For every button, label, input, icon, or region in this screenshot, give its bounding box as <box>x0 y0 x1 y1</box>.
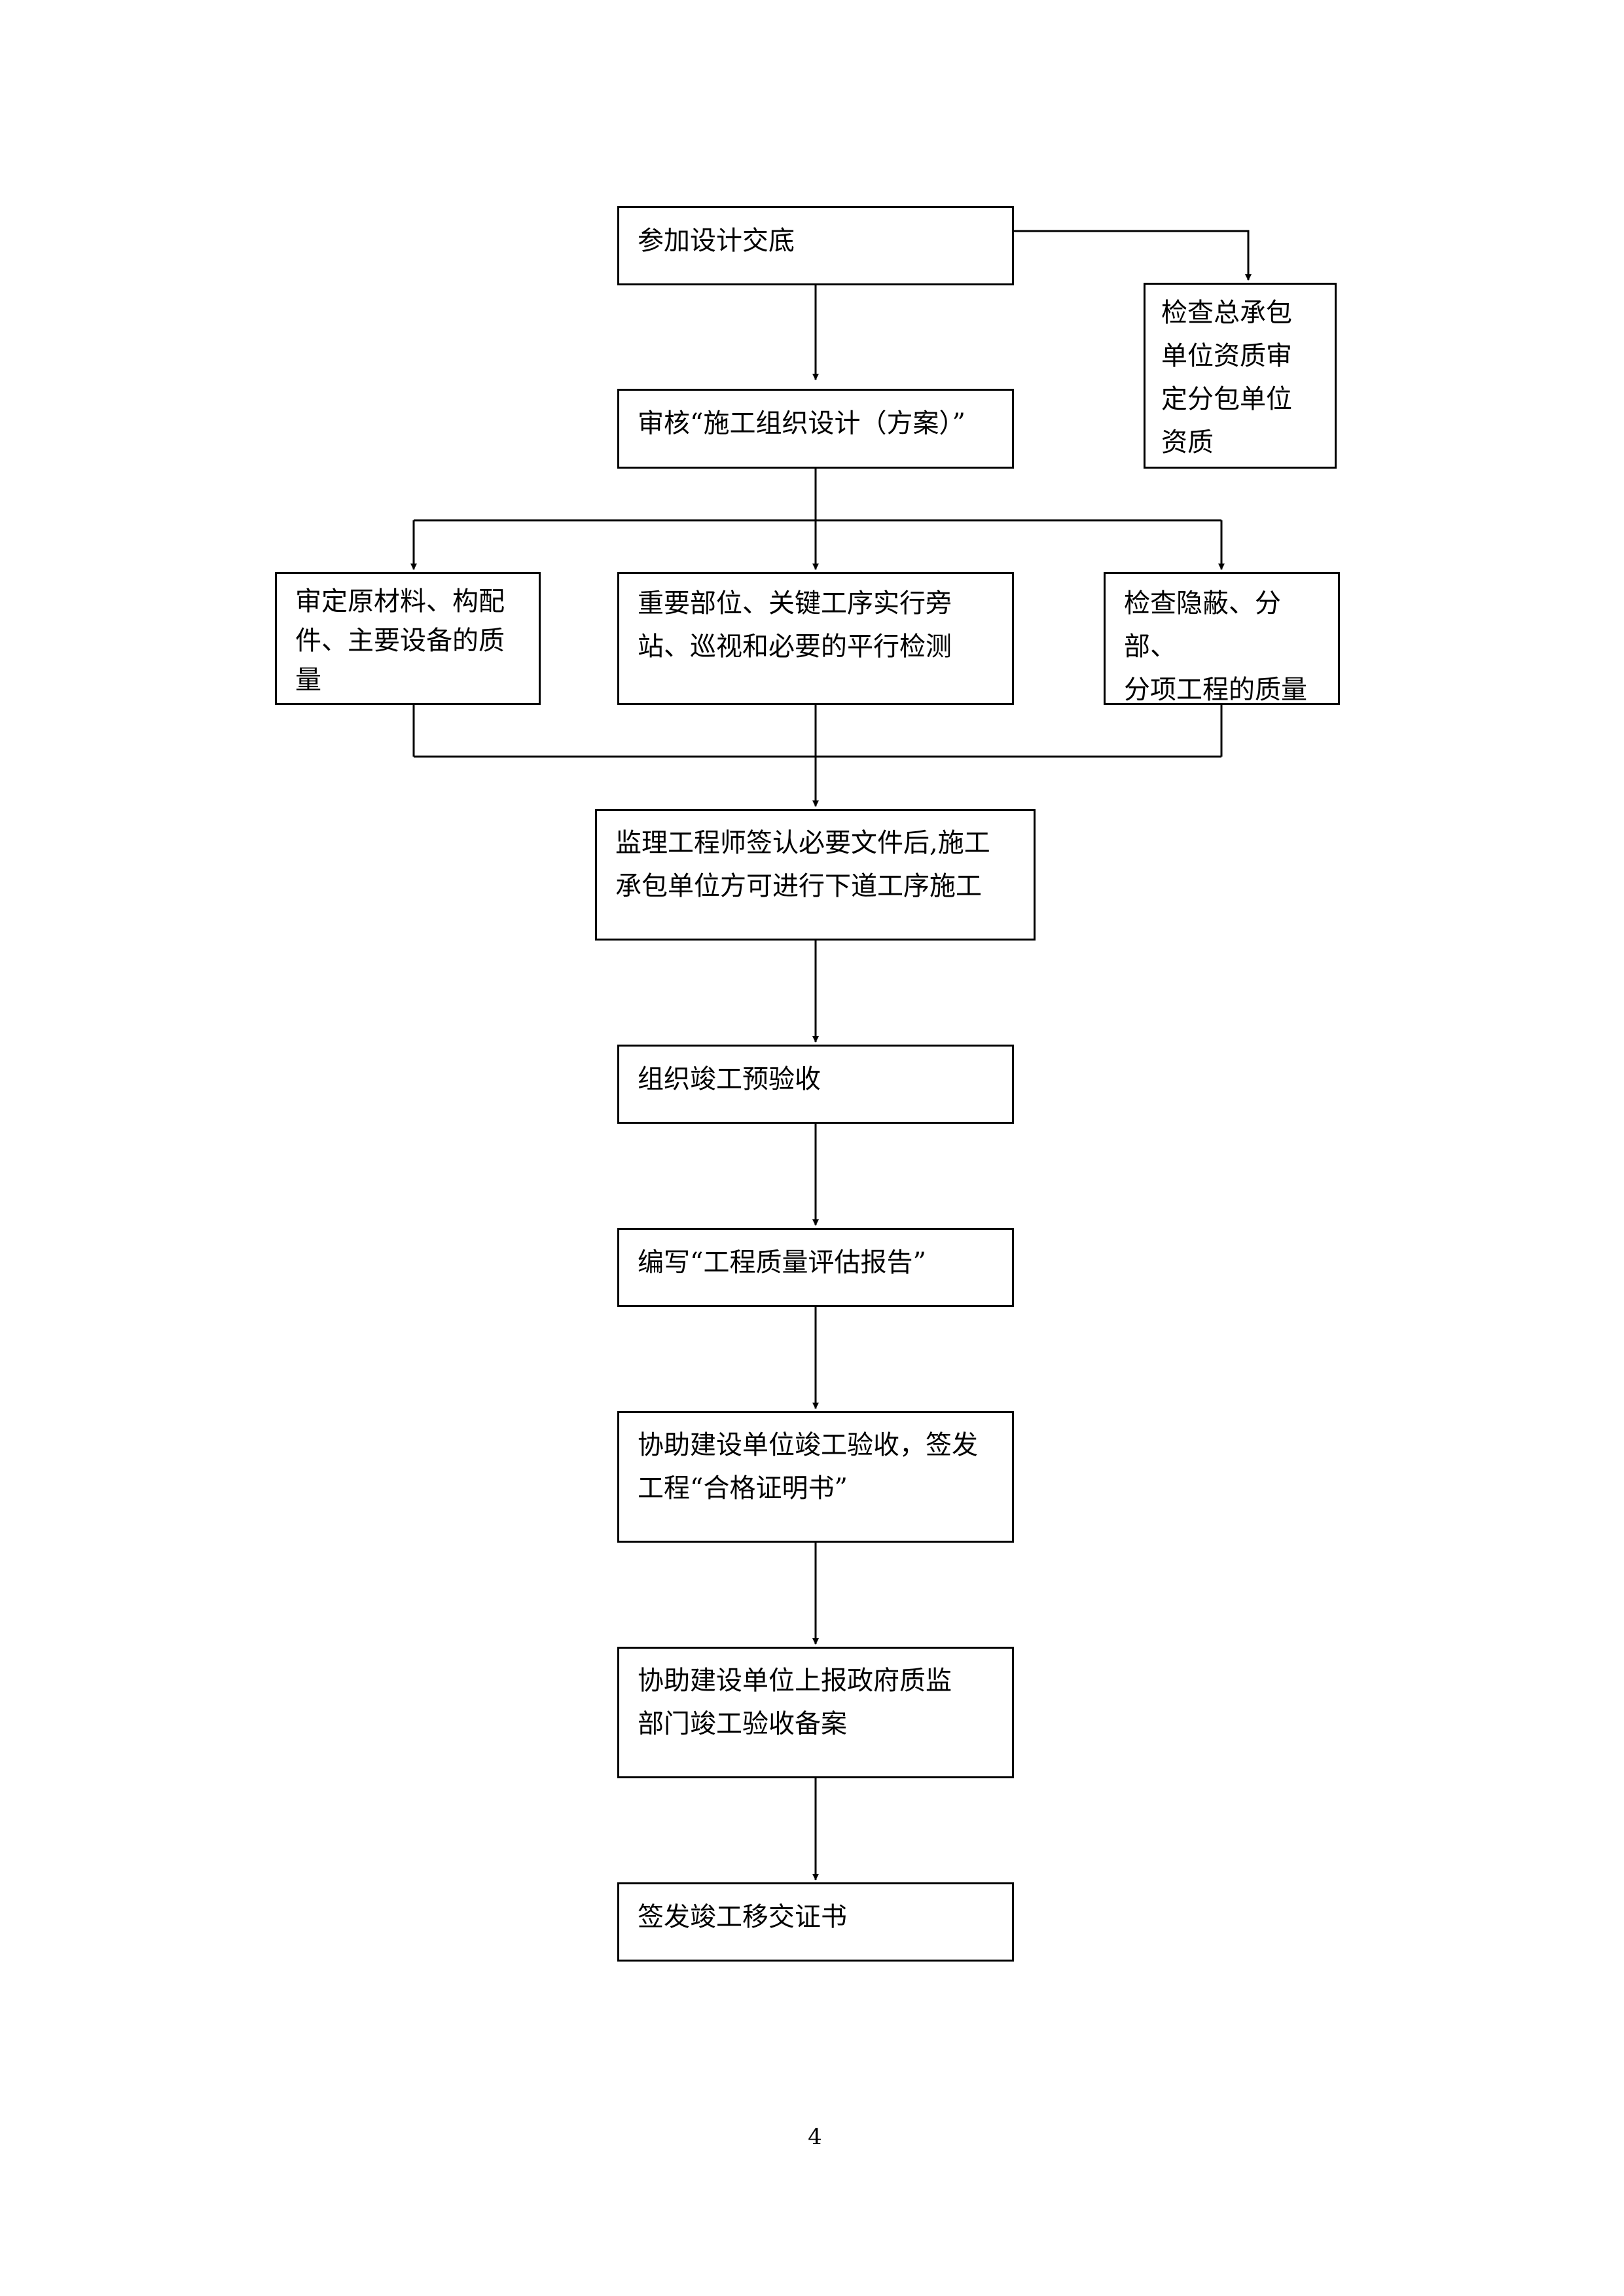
node-design-briefing: 参加设计交底 <box>617 206 1014 285</box>
node-review-materials: 审定原材料、构配 件、主要设备的质 量 <box>275 572 541 705</box>
node-assist-filing: 协助建设单位上报政府质监 部门竣工验收备案 <box>617 1647 1014 1778</box>
node-check-qualification: 检查总承包 单位资质审 定分包单位 资质 <box>1144 283 1337 469</box>
node-assist-acceptance: 协助建设单位竣工验收，签发 工程“合格证明书” <box>617 1411 1014 1543</box>
arrow-briefing-to-qualification <box>1014 230 1252 281</box>
node-pre-acceptance: 组织竣工预验收 <box>617 1045 1014 1124</box>
node-check-hidden: 检查隐蔽、分部、 分项工程的质量 <box>1104 572 1340 705</box>
node-quality-report: 编写“工程质量评估报告” <box>617 1228 1014 1307</box>
page-number: 4 <box>808 2124 822 2150</box>
node-review-plan: 审核“施工组织设计（方案）” <box>617 389 1014 469</box>
node-handover-cert: 签发竣工移交证书 <box>617 1882 1014 1962</box>
node-key-supervision: 重要部位、关键工序实行旁 站、巡视和必要的平行检测 <box>617 572 1014 705</box>
node-engineer-sign: 监理工程师签认必要文件后,施工 承包单位方可进行下道工序施工 <box>595 809 1036 941</box>
